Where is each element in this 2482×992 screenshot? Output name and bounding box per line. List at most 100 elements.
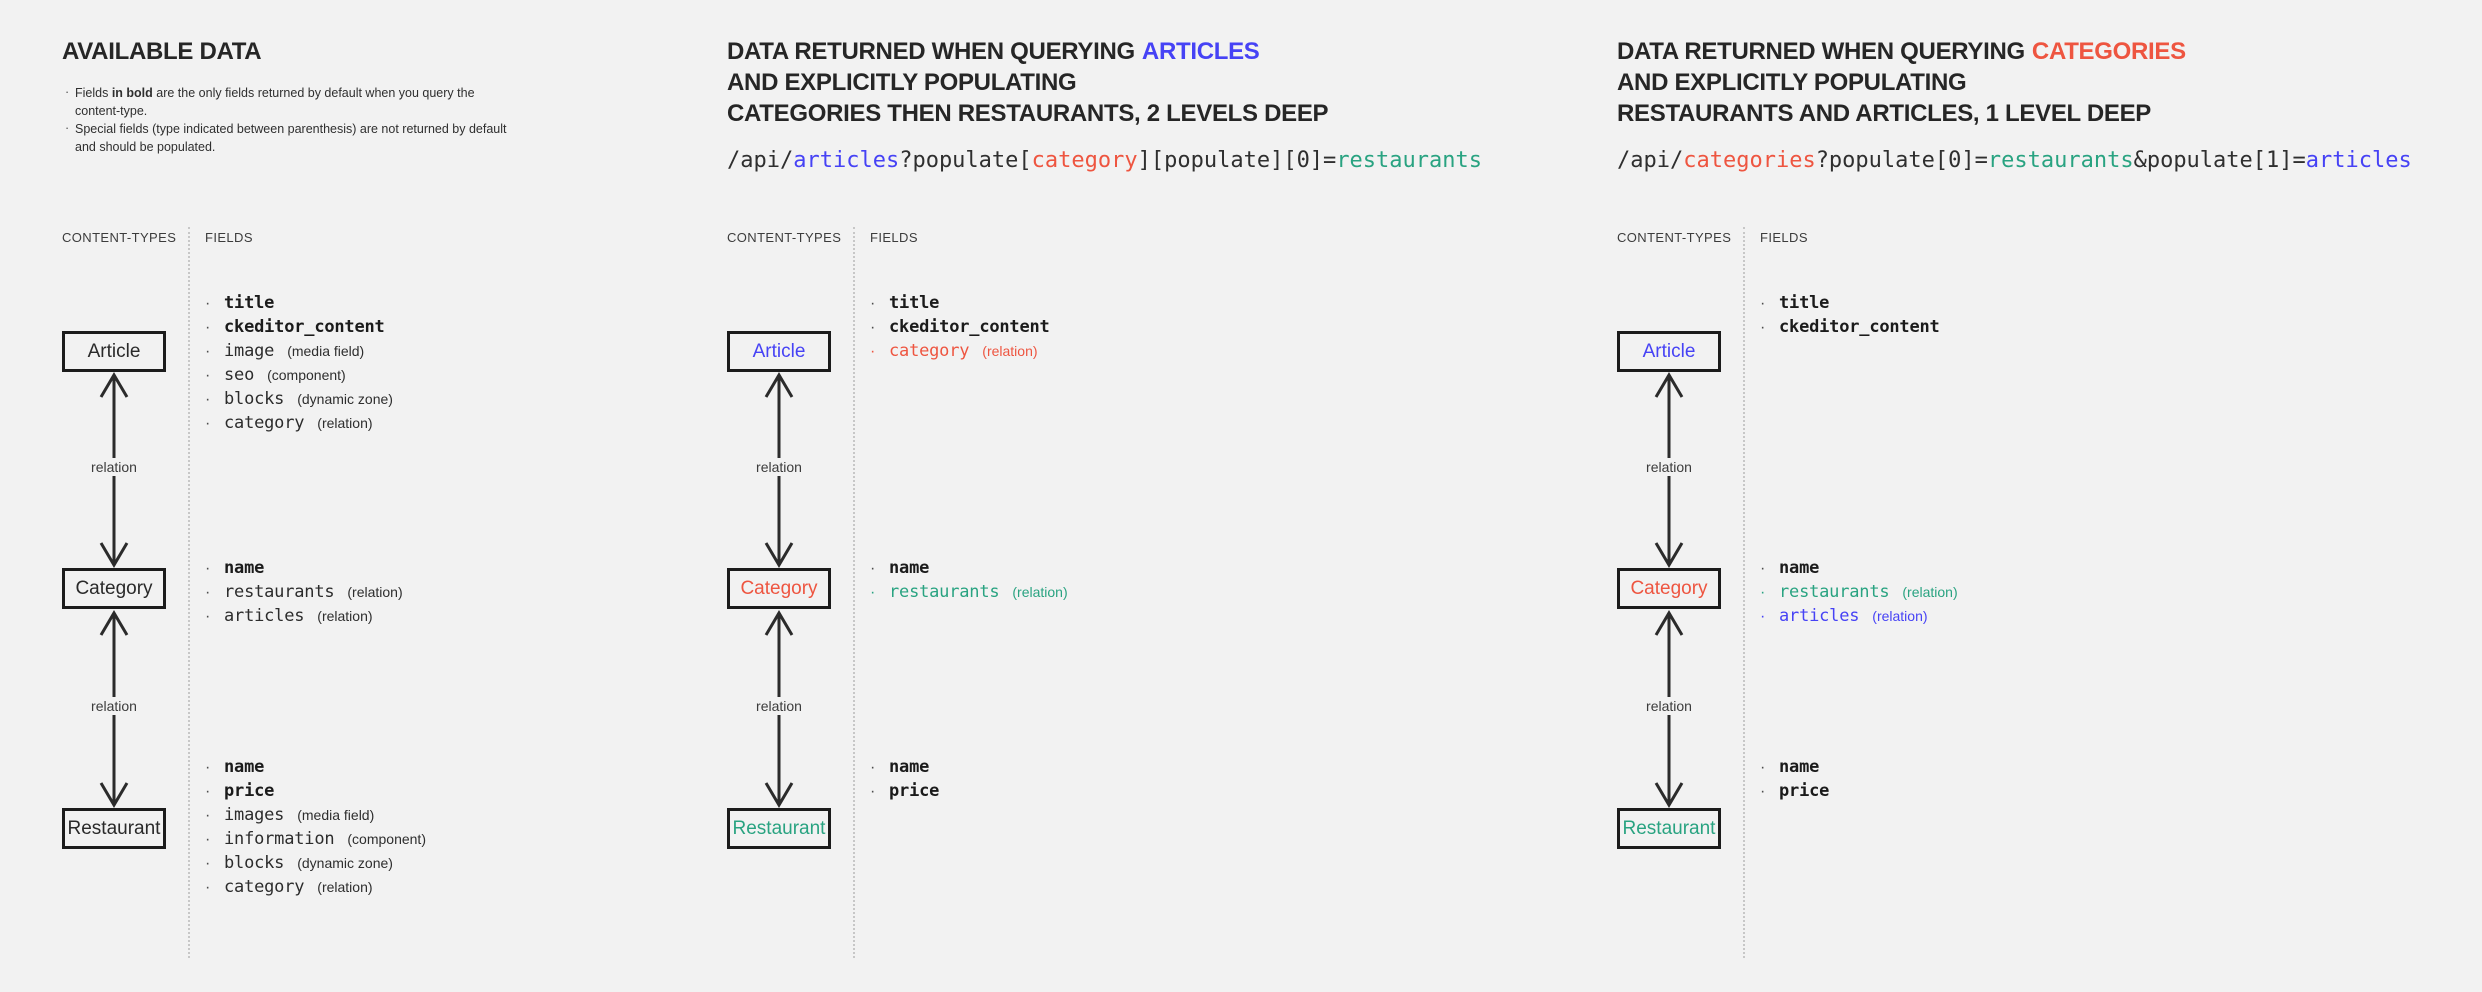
bullet-icon: · [870,759,876,776]
column-divider [1743,227,1745,958]
field-item: ·ckeditor_content [870,315,1063,339]
field-item: ·image(media field) [205,339,398,363]
bullet-icon: · [870,783,876,800]
relation-label: relation [69,697,159,715]
field-item: ·price [205,779,426,803]
relation-label: relation [734,697,824,715]
heading-accent-categories: CATEGORIES [2031,38,2186,65]
bullet-icon: · [205,807,211,824]
content-type-box-category: Category [1617,568,1721,609]
content-type-box-category: Category [62,568,166,609]
bullet-icon: · [205,584,211,601]
column-title: AVAILABLE DATA [62,36,262,67]
box-label: Restaurant [1622,817,1716,839]
content-types-label: CONTENT-TYPES [1617,230,1732,245]
field-item: ·restaurants(relation) [870,580,1068,604]
bullet-icon: · [870,343,876,360]
field-item: ·articles(relation) [1760,604,1958,628]
content-types-label: CONTENT-TYPES [727,230,842,245]
notes-list: · Fields in bold are the only fields ret… [64,85,516,157]
bullet-icon: · [205,343,211,360]
box-label: Restaurant [67,817,161,839]
bullet-icon: · [205,831,211,848]
field-item: ·category(relation) [205,411,398,435]
bullet-icon: · [1760,759,1766,776]
bullet-icon: · [205,608,211,625]
column-available-data: AVAILABLE DATA · Fields in bold are the … [62,0,702,992]
bullet-icon: · [65,121,70,135]
content-type-box-category: Category [727,568,831,609]
article-fields-list: ·title ·ckeditor_content [1760,291,1953,339]
bullet-icon: · [205,560,211,577]
category-fields-list: ·name ·restaurants(relation) [870,556,1068,604]
bullet-icon: · [1760,319,1766,336]
bullet-icon: · [205,367,211,384]
bullet-icon: · [205,319,211,336]
bullet-icon: · [205,759,211,776]
field-item: ·category(relation) [870,339,1063,363]
restaurant-fields-list: ·name ·price ·images(media field) ·infor… [205,755,426,899]
category-fields-list: ·name ·restaurants(relation) ·articles(r… [205,556,403,628]
heading-line: CATEGORIES THEN RESTAURANTS, 2 LEVELS DE… [727,100,1329,127]
content-type-box-restaurant: Restaurant [62,808,166,849]
box-label: Category [740,577,818,599]
api-url: /api/articles?populate[category][populat… [727,148,1483,173]
box-label: Restaurant [732,817,826,839]
field-item: ·name [870,755,952,779]
article-fields-list: ·title ·ckeditor_content ·image(media fi… [205,291,398,435]
fields-label: FIELDS [870,230,918,245]
content-type-box-article: Article [727,331,831,372]
bullet-icon: · [205,415,211,432]
field-item: ·title [205,291,398,315]
relation-label: relation [1624,458,1714,476]
category-fields-list: ·name ·restaurants(relation) ·articles(r… [1760,556,1958,628]
box-label: Article [752,340,806,362]
field-item: ·price [870,779,952,803]
content-type-box-restaurant: Restaurant [1617,808,1721,849]
box-label: Article [1642,340,1696,362]
field-item: ·articles(relation) [205,604,403,628]
heading-line: AND EXPLICITLY POPULATING [727,69,1077,96]
relation-label: relation [69,458,159,476]
note-text: Fields in bold are the only fields retur… [75,86,475,118]
field-item: ·images(media field) [205,803,426,827]
box-label: Category [75,577,153,599]
field-item: ·name [205,556,403,580]
field-item: ·restaurants(relation) [1760,580,1958,604]
bullet-icon: · [1760,295,1766,312]
field-item: ·name [205,755,426,779]
bullet-icon: · [870,295,876,312]
field-item: ·blocks(dynamic zone) [205,387,398,411]
bullet-icon: · [1760,608,1766,625]
article-fields-list: ·title ·ckeditor_content ·category(relat… [870,291,1063,363]
field-item: ·title [1760,291,1953,315]
note-item: · Special fields (type indicated between… [64,121,516,156]
content-type-box-restaurant: Restaurant [727,808,831,849]
relation-label: relation [1624,697,1714,715]
note-item: · Fields in bold are the only fields ret… [64,85,516,120]
field-item: ·information(component) [205,827,426,851]
column-divider [188,227,190,958]
bullet-icon: · [65,85,70,99]
field-item: ·category(relation) [205,875,426,899]
api-url: /api/categories?populate[0]=restaurants&… [1617,148,2412,173]
field-item: ·price [1760,779,1842,803]
bullet-icon: · [870,319,876,336]
bullet-icon: · [205,295,211,312]
relation-label: relation [734,458,824,476]
field-item: ·blocks(dynamic zone) [205,851,426,875]
restaurant-fields-list: ·name ·price [1760,755,1842,803]
bullet-icon: · [205,391,211,408]
fields-label: FIELDS [1760,230,1808,245]
heading-line: RESTAURANTS AND ARTICLES, 1 LEVEL DEEP [1617,100,2151,127]
heading-accent-articles: ARTICLES [1141,38,1260,65]
field-item: ·title [870,291,1063,315]
restaurant-fields-list: ·name ·price [870,755,952,803]
